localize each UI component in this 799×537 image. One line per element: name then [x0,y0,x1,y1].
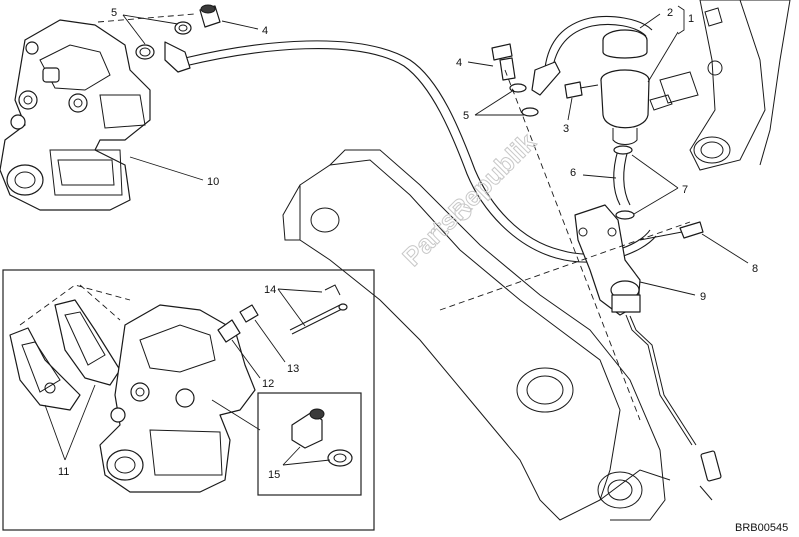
mounting-bolt [639,221,704,241]
callout-9: 9 [700,291,706,303]
callout-3: 3 [563,123,569,135]
callout-4-right: 4 [456,57,462,69]
callout-7: 7 [682,184,688,196]
callout-12: 12 [262,378,274,390]
callout-8: 8 [752,263,758,275]
callout-1: 1 [688,13,694,25]
callout-13: 13 [287,363,299,375]
fluid-reservoir [600,29,673,145]
banjo-bolt-and-washers-left [135,4,221,73]
watermark-text: PartsRepublik [397,127,542,272]
reservoir-screw [564,81,599,99]
diagram-code: BRB00545 [735,522,788,534]
bleeder-valve [217,304,259,343]
callout-4-left: 4 [262,25,268,37]
rear-brake-caliper [0,19,151,211]
callout-11: 11 [58,466,69,478]
callout-5-left: 5 [111,7,117,19]
master-cylinder [574,204,722,501]
reservoir-hose [613,145,635,220]
swingarm [282,149,671,521]
inset-caliper [99,304,256,493]
pad-pin [289,284,348,335]
callout-2: 2 [667,7,673,19]
callout-labels: 5 4 10 2 1 4 5 3 6 7 8 9 14 13 12 11 15 [58,7,758,481]
leader-lines [44,5,749,466]
callout-5-right: 5 [463,110,469,122]
frame-bracket [659,0,791,171]
watermark: PartsRepublik [396,126,542,272]
brake-pads [9,299,121,411]
callout-15: 15 [268,469,280,481]
assembly-axes [97,13,691,421]
callout-10: 10 [207,176,219,188]
callout-6: 6 [570,167,576,179]
banjo-bolt-right [491,43,561,117]
callout-14: 14 [264,284,276,296]
detail-box [257,392,362,496]
inset-panel [2,269,375,531]
